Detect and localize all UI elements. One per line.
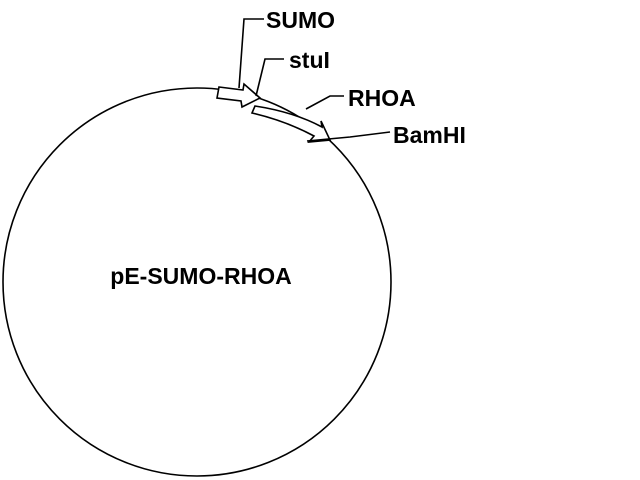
plasmid-backbone-circle xyxy=(2,87,392,477)
plasmid-name-label: pE-SUMO-RHOA xyxy=(110,263,291,289)
rhoa-leader-line xyxy=(305,95,344,110)
rhoa-label: RHOA xyxy=(348,85,416,111)
stui-label: stuI xyxy=(289,47,330,73)
bamhi-label: BamHI xyxy=(393,122,466,148)
sumo-feature-arrow xyxy=(216,82,262,109)
sumo-label: SUMO xyxy=(266,7,335,33)
stui-leader-line xyxy=(255,58,284,97)
sumo-leader-line xyxy=(238,18,264,89)
bamhi-leader-line xyxy=(306,131,391,142)
rhoa-feature-arrow xyxy=(250,105,332,143)
